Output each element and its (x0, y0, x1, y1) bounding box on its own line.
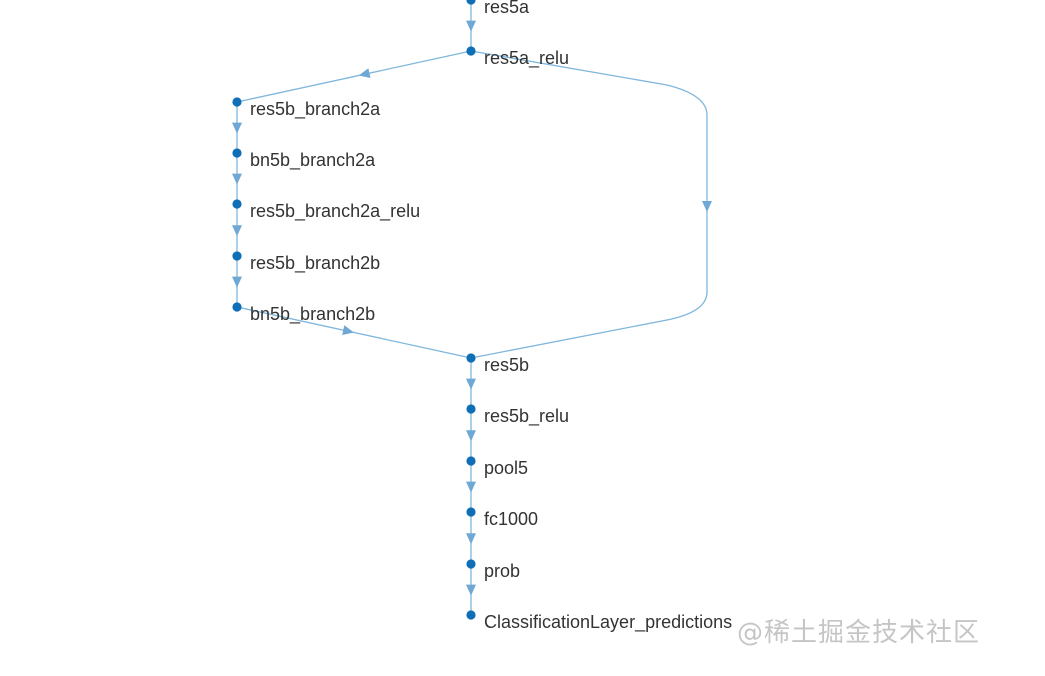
node-res5a-relu[interactable]: res5a_relu (466, 46, 569, 69)
node-label: res5b_branch2a_relu (250, 201, 420, 222)
node-fc1000[interactable]: fc1000 (466, 507, 538, 529)
node-dot[interactable] (466, 404, 476, 414)
node-label: res5b_relu (484, 406, 569, 427)
edge-bn5b-branch2b-to-res5b-arrow (342, 325, 354, 336)
node-label: fc1000 (484, 509, 538, 529)
edges-layer (232, 0, 712, 615)
node-dot[interactable] (466, 353, 476, 363)
node-dot[interactable] (466, 46, 476, 56)
node-dot[interactable] (466, 456, 476, 466)
edge-res5b-to-res5b-relu-arrow (466, 378, 476, 390)
node-classificationlayer-predictions[interactable]: ClassificationLayer_predictions (466, 610, 732, 633)
node-dot[interactable] (466, 610, 476, 620)
edge-res5b-branch2b-to-bn5b-branch2b-arrow (232, 276, 242, 288)
node-label: res5a_relu (484, 48, 569, 69)
edge-res5a-relu-to-res5b (470, 50, 708, 359)
edge-pool5-to-fc1000-arrow (466, 481, 476, 493)
node-res5b-branch2a[interactable]: res5b_branch2a (232, 97, 381, 120)
edge-fc1000-to-prob-arrow (466, 533, 476, 545)
node-pool5[interactable]: pool5 (466, 456, 528, 478)
nodes-layer: res5a res5a_relu res5b_branch2a bn5b_branch… (232, 0, 732, 633)
node-res5b-branch2a-relu[interactable]: res5b_branch2a_relu (232, 199, 420, 222)
node-bn5b-branch2a[interactable]: bn5b_branch2a (232, 148, 376, 171)
node-res5b[interactable]: res5b (466, 353, 529, 375)
node-label: res5b_branch2b (250, 253, 380, 274)
node-dot[interactable] (466, 507, 476, 517)
node-label: res5a (484, 0, 530, 17)
node-label: bn5b_branch2a (250, 150, 376, 171)
edge-res5a-relu-to-res5b-arrow (702, 201, 712, 212)
node-dot[interactable] (232, 199, 242, 209)
edge-res5b-relu-to-pool5-arrow (466, 430, 476, 442)
edge-res5a-relu-to-res5b-branch2a-arrow (358, 68, 371, 79)
node-label: res5b (484, 355, 529, 375)
node-label: pool5 (484, 458, 528, 478)
node-label: bn5b_branch2b (250, 304, 375, 325)
node-dot[interactable] (232, 97, 242, 107)
node-dot[interactable] (232, 302, 242, 312)
node-res5a[interactable]: res5a (466, 0, 530, 17)
node-dot[interactable] (466, 559, 476, 569)
node-res5b-branch2b[interactable]: res5b_branch2b (232, 251, 380, 274)
edge-res5a-relu-to-res5b-branch2a (236, 50, 472, 103)
node-label: prob (484, 561, 520, 581)
edge-prob-to-classificationlayer-predictions-arrow (466, 584, 476, 596)
edge-res5b-branch2a-relu-to-res5b-branch2b-arrow (232, 225, 242, 237)
edge-res5a-to-res5a-relu-arrow (466, 20, 476, 32)
node-label: ClassificationLayer_predictions (484, 612, 732, 633)
node-label: res5b_branch2a (250, 99, 381, 120)
edge-res5b-branch2a-to-bn5b-branch2a-arrow (232, 122, 242, 134)
watermark: @稀土掘金技术社区 (737, 618, 981, 648)
edge-bn5b-branch2a-to-res5b-branch2a-relu-arrow (232, 173, 242, 185)
node-dot[interactable] (232, 251, 242, 261)
node-dot[interactable] (232, 148, 242, 158)
node-bn5b-branch2b[interactable]: bn5b_branch2b (232, 302, 375, 325)
node-res5b-relu[interactable]: res5b_relu (466, 404, 569, 427)
node-prob[interactable]: prob (466, 559, 520, 581)
node-dot[interactable] (466, 0, 476, 5)
